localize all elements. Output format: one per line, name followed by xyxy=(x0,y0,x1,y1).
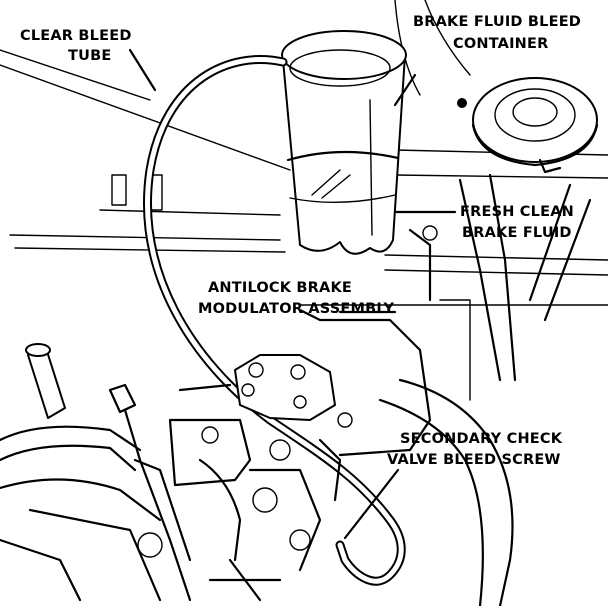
label-brake-fluid-bleed-container-line2: CONTAINER xyxy=(453,36,549,52)
clear-bleed-tube xyxy=(143,54,406,586)
lower-right-lines xyxy=(378,225,514,608)
label-antilock-brake-modulator-assembly-line1: ANTILOCK BRAKE xyxy=(208,280,352,296)
label-secondary-check-valve-bleed-screw: SECONDARY CHECK VALVE BLEED SCREW xyxy=(387,431,563,468)
modulator-assembly xyxy=(168,308,432,572)
label-secondary-check-valve-bleed-screw-line2: VALVE BLEED SCREW xyxy=(387,452,561,468)
reservoir-cap xyxy=(457,77,599,174)
lower-left-components xyxy=(0,343,282,602)
label-secondary-check-valve-bleed-screw-line1: SECONDARY CHECK xyxy=(400,431,563,447)
background-structure xyxy=(0,0,608,382)
bleed-container xyxy=(281,30,407,255)
label-clear-bleed-tube-line2: TUBE xyxy=(68,48,111,64)
label-antilock-brake-modulator-assembly-line2: MODULATOR ASSEMBLY xyxy=(198,301,395,317)
label-brake-fluid-bleed-container-line1: BRAKE FLUID BLEED xyxy=(413,14,581,30)
label-clear-bleed-tube-line1: CLEAR BLEED xyxy=(20,28,132,44)
label-clear-bleed-tube: CLEAR BLEED TUBE xyxy=(20,28,132,64)
label-fresh-clean-brake-fluid-line2: BRAKE FLUID xyxy=(462,225,572,241)
label-antilock-brake-modulator-assembly: ANTILOCK BRAKE MODULATOR ASSEMBLY xyxy=(198,280,395,317)
leader-lines xyxy=(128,48,457,540)
label-fresh-clean-brake-fluid-line1: FRESH CLEAN xyxy=(460,204,574,220)
label-fresh-clean-brake-fluid: FRESH CLEAN BRAKE FLUID xyxy=(460,204,574,241)
label-brake-fluid-bleed-container: BRAKE FLUID BLEED CONTAINER xyxy=(413,14,581,52)
